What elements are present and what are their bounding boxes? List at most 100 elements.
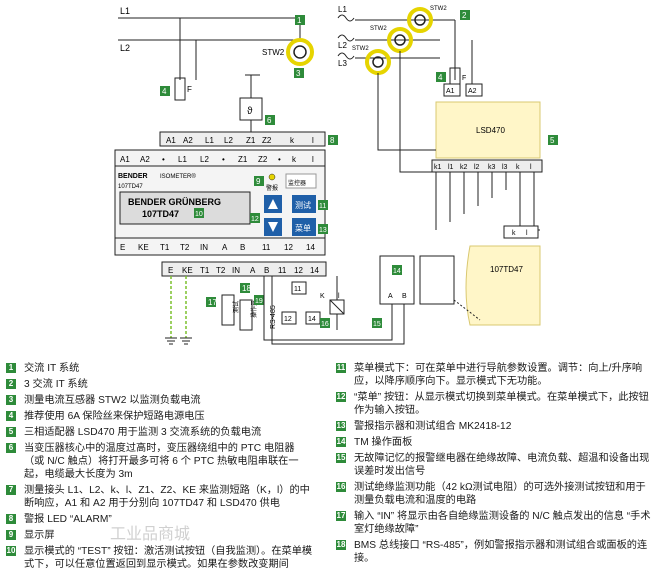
theta-symbol: ϑ — [247, 106, 253, 117]
stw2-ring-L3 — [365, 49, 391, 75]
lsd-wiring — [377, 51, 540, 231]
svg-text:KE: KE — [138, 243, 149, 252]
operator-switch-label: 操作员 — [250, 300, 258, 318]
svg-text:k: k — [292, 155, 297, 164]
device-top-terminal-strip — [159, 131, 326, 147]
svg-text:L2: L2 — [200, 155, 209, 164]
isometer-label: ISOMETER® — [160, 173, 196, 180]
mk-term-B: B — [402, 293, 407, 300]
relay-l: l — [338, 293, 340, 300]
relay-term-11: 11 — [294, 286, 301, 293]
legend-item: 12“菜单” 按钮：从显示模式切换到菜单模式。在菜单模式下，此按钮作为输入按钮。 — [336, 392, 649, 416]
monitor-label-box — [285, 173, 317, 189]
panel-107td47 — [465, 245, 541, 326]
callout-5: 5 — [550, 136, 555, 145]
panel-107td47-label: 107TD47 — [490, 265, 523, 274]
svg-text:l: l — [312, 155, 314, 164]
svg-text:A: A — [222, 243, 228, 252]
stw2-label-L1: STW2 — [430, 6, 447, 12]
a1-label: A1 — [446, 88, 455, 95]
term-L2: L2 — [224, 136, 233, 145]
alarm-label: 警报 — [266, 184, 278, 192]
mk-term-A: A — [388, 293, 393, 300]
term-k: k — [290, 136, 295, 145]
lsd470-label: LSD470 — [476, 126, 505, 135]
svg-text:•: • — [162, 155, 165, 164]
svg-text:B: B — [240, 243, 245, 252]
a2-label: A2 — [468, 88, 477, 95]
callout-4-right: 4 — [438, 73, 443, 82]
display-line-1: BENDER GRÜNBERG — [128, 197, 221, 207]
svg-text:IN: IN — [200, 243, 208, 252]
label-L1-left: L1 — [120, 6, 130, 16]
relay-block — [281, 276, 345, 330]
svg-text:Z2: Z2 — [258, 155, 268, 164]
relay-k: K — [320, 293, 325, 300]
svg-text:•: • — [222, 155, 225, 164]
bottom-terminal-strip — [161, 261, 327, 277]
stw2-label-left: STW2 — [262, 48, 285, 57]
a1-box — [443, 83, 461, 97]
label-L2-right: L2 — [338, 41, 347, 50]
term-Z1: Z1 — [246, 136, 256, 145]
svg-text:l3: l3 — [502, 164, 508, 171]
kl-terminal — [503, 225, 539, 239]
test-switch-label: 测试 — [232, 301, 240, 313]
callout-8: 8 — [330, 136, 335, 145]
lsd470-terms: k1 l1 k2 l2 k3 l3 k l — [434, 164, 532, 171]
svg-text:E: E — [120, 243, 125, 252]
callout-18: 18 — [242, 284, 251, 293]
callout-12: 12 — [251, 216, 259, 223]
callout-19: 19 — [255, 298, 263, 305]
menu-button[interactable] — [292, 218, 316, 236]
callout-2: 2 — [462, 11, 467, 20]
earth-connections — [170, 276, 187, 338]
relay-term-14: 14 — [308, 316, 316, 323]
callout-1-box — [295, 15, 305, 25]
svg-text:T2: T2 — [216, 266, 226, 275]
svg-text:12: 12 — [284, 243, 293, 252]
model-small: 107TD47 — [118, 184, 143, 190]
svg-text:12: 12 — [294, 266, 303, 275]
term-A2: A2 — [183, 136, 193, 145]
svg-text:B: B — [264, 266, 269, 275]
term-l: l — [312, 136, 314, 145]
earth-symbols — [165, 337, 192, 345]
svg-text:T1: T1 — [200, 266, 210, 275]
panel-dashed-link — [453, 299, 481, 321]
term-L1: L1 — [205, 136, 214, 145]
test-switch — [221, 294, 235, 326]
test-button[interactable] — [292, 195, 316, 213]
stw2-ring-L1 — [407, 7, 433, 33]
svg-text:k2: k2 — [460, 164, 468, 171]
svg-text:l2: l2 — [474, 164, 480, 171]
operator-switch — [239, 299, 253, 331]
label-L3-right: L3 — [338, 59, 347, 68]
kl-term-k: k — [512, 230, 516, 237]
mk2418-box — [379, 255, 415, 305]
callout-11: 11 — [319, 203, 326, 210]
display-line-2: 107TD47 — [142, 209, 179, 219]
device-top-terms: A1 A2 L1 L2 Z1 Z2 k l — [166, 136, 314, 145]
svg-text:11: 11 — [262, 243, 271, 252]
svg-text:l: l — [530, 164, 532, 171]
svg-text:Z1: Z1 — [238, 155, 248, 164]
lsd470-module — [435, 101, 541, 159]
svg-text:l1: l1 — [448, 164, 454, 171]
arrow-down-icon — [268, 222, 278, 232]
a2-box — [465, 83, 483, 97]
label-L2-left: L2 — [120, 43, 130, 53]
svg-text:L1: L1 — [178, 155, 187, 164]
svg-text:•: • — [278, 155, 281, 164]
svg-text:T2: T2 — [180, 243, 190, 252]
label-L1-right: L1 — [338, 5, 347, 14]
callout-3: 3 — [296, 69, 301, 78]
svg-text:E: E — [168, 266, 173, 275]
